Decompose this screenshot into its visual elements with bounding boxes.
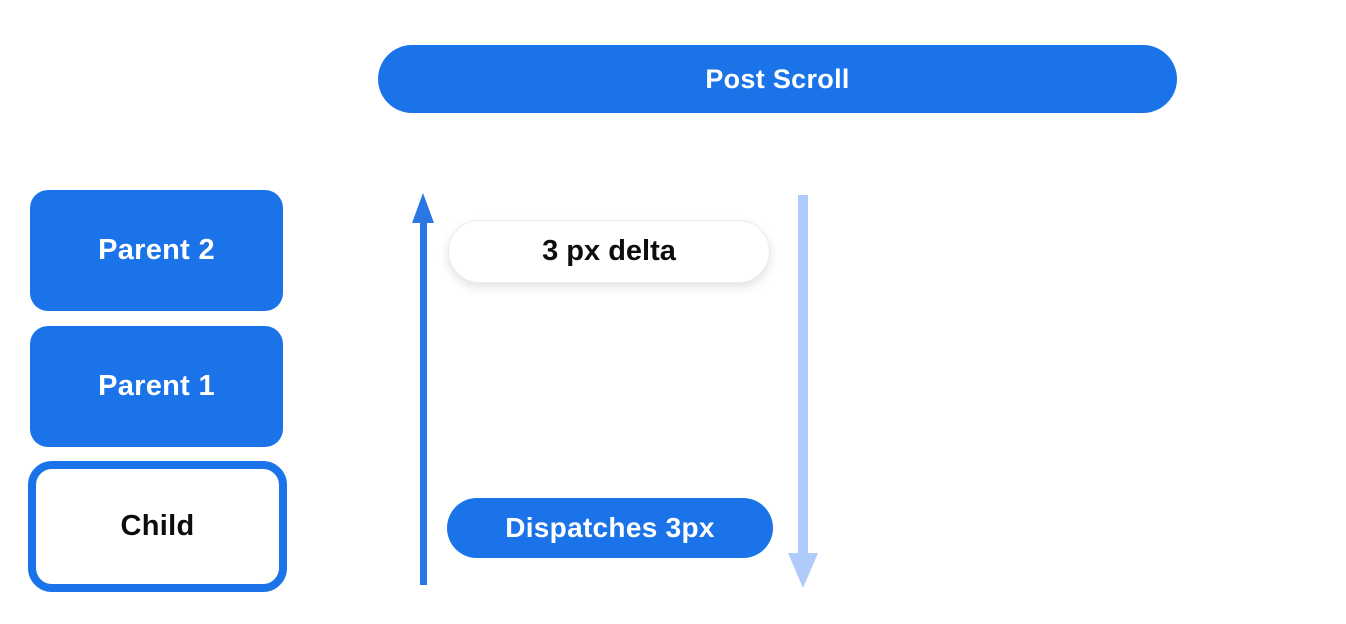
arrow-down-shaft — [798, 195, 808, 553]
arrow-up-head — [412, 193, 434, 223]
arrow-down-icon — [788, 195, 818, 588]
parent2-box: Parent 2 — [30, 190, 283, 311]
parent1-box: Parent 1 — [30, 326, 283, 447]
arrow-down-head — [788, 553, 818, 588]
child-box: Child — [28, 461, 287, 592]
dispatch-label-pill: Dispatches 3px — [447, 498, 773, 558]
arrow-up-icon — [412, 193, 435, 585]
arrow-up-shaft — [420, 221, 427, 585]
delta-label-pill: 3 px delta — [448, 220, 770, 283]
post-scroll-pill: Post Scroll — [378, 45, 1177, 113]
